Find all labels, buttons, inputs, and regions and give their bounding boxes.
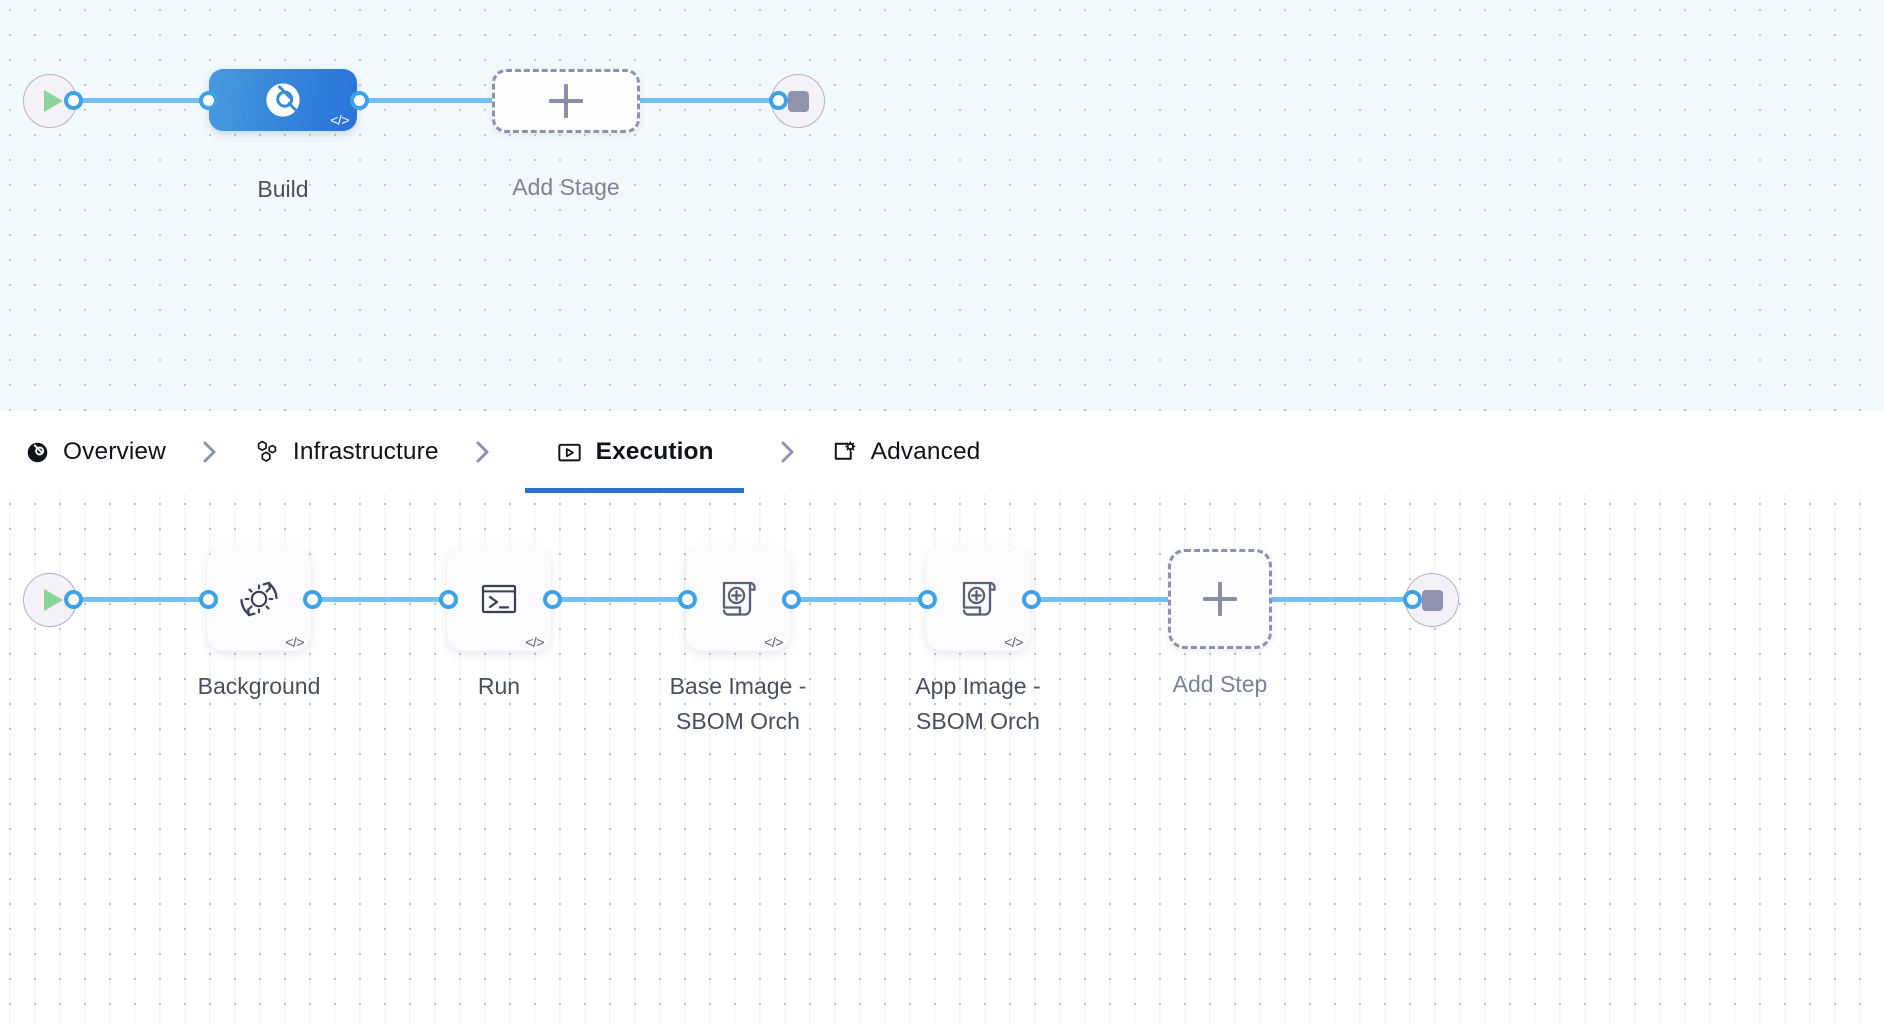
tab-overview[interactable]: Overview [22, 411, 166, 493]
wire-start-to-build [72, 98, 216, 103]
tab-infrastructure[interactable]: Infrastructure [252, 411, 439, 493]
stage-graph-canvas[interactable]: </> Build Add Stage [0, 0, 1884, 411]
step-node-base-image-sbom-orch[interactable]: </> [686, 547, 790, 651]
port-exec-end-in[interactable] [1403, 590, 1422, 609]
add-stage-label: Add Stage [512, 174, 620, 200]
stop-icon [1421, 589, 1443, 611]
execution-icon [555, 437, 585, 467]
wire-background-to-run [310, 597, 456, 602]
wire-add-step-to-end [1272, 597, 1424, 602]
step-label-app-image-sbom-orch: App Image - SBOM Orch [915, 673, 1041, 734]
wire-build-to-add-stage [355, 98, 505, 103]
port-start-out[interactable] [64, 91, 83, 110]
step-label-base-image-sbom-orch: Base Image - SBOM Orch [669, 673, 807, 734]
infrastructure-icon [252, 437, 282, 467]
wire-run-to-base-image [550, 597, 696, 602]
wire-start-to-background [72, 597, 216, 602]
add-step-label: Add Step [1172, 671, 1268, 697]
execution-start-node[interactable] [23, 573, 77, 627]
gear-refresh-icon [240, 581, 278, 617]
step-node-app-image-sbom-orch[interactable]: </> [926, 547, 1030, 651]
chevron-right-icon [439, 411, 525, 493]
wire-app-image-to-add-step [1029, 597, 1175, 602]
add-step-node[interactable] [1168, 549, 1272, 649]
step-label-background: Background [197, 673, 321, 699]
tab-label-infrastructure: Infrastructure [292, 438, 439, 465]
tab-execution[interactable]: Execution [524, 411, 744, 493]
code-badge[interactable]: </> [285, 634, 304, 650]
tab-label-execution: Execution [595, 438, 714, 465]
code-badge[interactable]: </> [525, 634, 544, 650]
step-label-run: Run [477, 673, 521, 699]
port-run-out[interactable] [543, 590, 562, 609]
stop-icon [787, 90, 809, 112]
stage-config-tabs: Overview Infrastructure Execution [0, 411, 1884, 493]
step-node-background[interactable]: </> [207, 547, 311, 651]
add-stage-node[interactable] [492, 69, 640, 133]
stage-label-build: Build [257, 176, 309, 202]
tab-label-overview: Overview [63, 438, 166, 465]
tab-label-advanced: Advanced [870, 438, 981, 465]
terminal-icon [481, 584, 517, 614]
code-badge[interactable]: </> [330, 112, 349, 128]
chevron-right-icon [744, 411, 830, 493]
advanced-icon [830, 437, 860, 467]
code-badge[interactable]: </> [764, 634, 783, 650]
port-base-image-in[interactable] [678, 590, 697, 609]
port-background-out[interactable] [303, 590, 322, 609]
play-icon [43, 90, 63, 112]
tab-advanced[interactable]: Advanced [830, 411, 981, 493]
plus-icon [1203, 582, 1237, 616]
build-stage-icon [266, 83, 300, 117]
port-background-in[interactable] [199, 590, 218, 609]
stage-node-build[interactable]: </> [209, 69, 357, 131]
port-end-in[interactable] [769, 91, 788, 110]
play-icon [43, 589, 63, 611]
overview-icon [22, 437, 52, 467]
port-app-image-in[interactable] [918, 590, 937, 609]
port-app-image-out[interactable] [1022, 590, 1041, 609]
wire-add-stage-to-end [636, 98, 788, 103]
port-build-in[interactable] [199, 91, 218, 110]
port-exec-start-out[interactable] [64, 590, 83, 609]
chevron-right-icon [166, 411, 252, 493]
port-run-in[interactable] [439, 590, 458, 609]
scroll-plus-icon [722, 581, 756, 616]
plus-icon [549, 84, 583, 118]
port-base-image-out[interactable] [782, 590, 801, 609]
execution-graph-canvas[interactable]: </> Background </> Run </> Base Image [0, 493, 1884, 1024]
port-build-out[interactable] [350, 91, 369, 110]
scroll-plus-icon [962, 581, 996, 616]
step-node-run[interactable]: </> [447, 547, 551, 651]
wire-base-image-to-app-image [789, 597, 935, 602]
code-badge[interactable]: </> [1004, 634, 1023, 650]
